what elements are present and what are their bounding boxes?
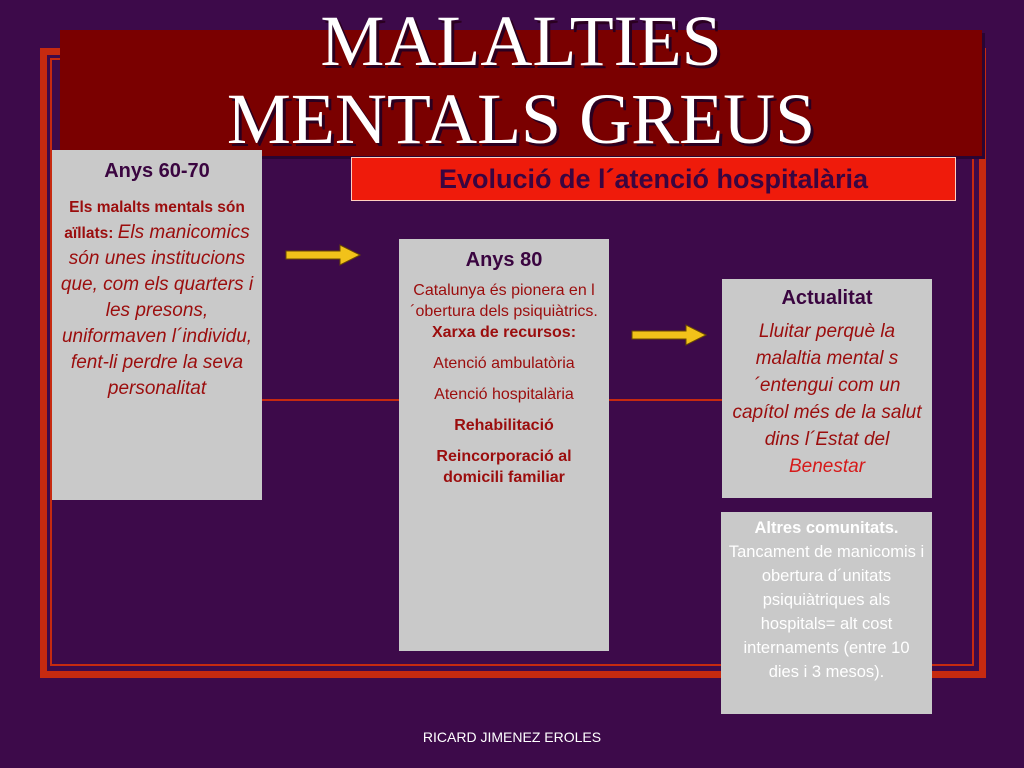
right-arrow-icon [631, 324, 708, 346]
box1-body: Els malalts mentals són aïllats: Els man… [58, 195, 256, 402]
box2-intro: Catalunya és pionera en l´obertura dels … [410, 282, 598, 320]
box4-bold-text: Altres comunitats. [754, 519, 899, 537]
box2-item: Rehabilitació [454, 417, 554, 434]
box3-body: Lluitar perquè la malaltia mental s´ente… [728, 318, 926, 480]
box2-item: Atenció ambulatòria [433, 355, 575, 372]
box1-bold-text: Els malalts mentals són aïllats: [64, 199, 245, 242]
box1-italic-text: Els manicomics són unes institucions que… [60, 222, 254, 399]
box-altres-comunitats: Altres comunitats. Tancament de manicomi… [721, 512, 932, 714]
box2-item: Reincorporació al domicili familiar [436, 448, 572, 486]
box3-text: Lluitar perquè la malaltia mental s´ente… [732, 321, 922, 450]
box2-item: Atenció hospitalària [434, 386, 574, 403]
footer-author: RICARD JIMENEZ EROLES [422, 729, 602, 745]
slide-title: MALALTIES MENTALS GREUS [60, 2, 982, 158]
box1-heading: Anys 60-70 [104, 160, 210, 182]
subtitle-bar: Evolució de l´atenció hospitalària [351, 157, 956, 201]
box2-heading: Anys 80 [465, 249, 543, 271]
title-line-1: MALALTIES [320, 1, 722, 81]
box3-heading: Actualitat [781, 287, 873, 309]
subtitle-text: Evolució de l´atenció hospitalària [438, 163, 869, 194]
title-line-2: MENTALS GREUS [226, 79, 816, 159]
right-arrow-icon [285, 244, 362, 266]
box4-text: Tancament de manicomis i obertura d´unit… [728, 543, 925, 681]
box2-intro-paragraph: Catalunya és pionera en l´obertura dels … [407, 280, 601, 343]
box-anys-60-70: Anys 60-70 Els malalts mentals són aïlla… [52, 150, 262, 500]
box-actualitat: Actualitat Lluitar perquè la malaltia me… [722, 279, 932, 498]
box-anys-80: Anys 80 Catalunya és pionera en l´obertu… [399, 239, 609, 651]
box3-text-tail: Benestar [788, 456, 866, 477]
title-bar [60, 30, 982, 156]
box2-resources-label: Xarxa de recursos: [431, 324, 577, 341]
